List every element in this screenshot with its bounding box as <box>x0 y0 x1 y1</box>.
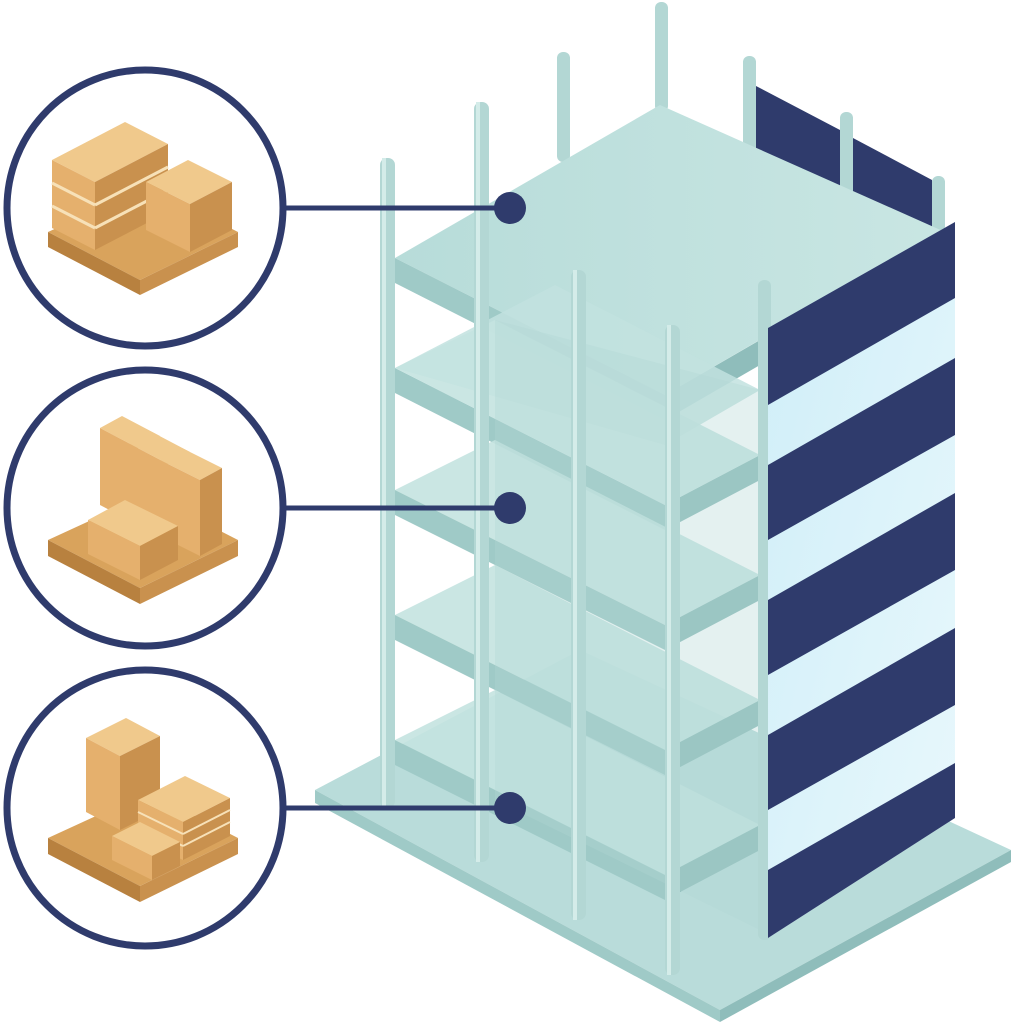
shelf-levels <box>395 105 945 930</box>
rack-front-posts <box>380 102 771 975</box>
pallet-tall-boxes-icon <box>48 416 238 604</box>
rack-back-posts <box>557 2 945 236</box>
connector-dot-bottom <box>494 792 526 824</box>
pallet-stack-icon <box>48 122 238 295</box>
rack-back-panel <box>756 86 932 240</box>
pallet-mixed-boxes-icon <box>48 718 238 902</box>
connector-dot-top <box>494 192 526 224</box>
level-badge-middle <box>3 366 287 650</box>
connector-dot-middle <box>494 492 526 524</box>
level-badge-bottom <box>3 666 287 950</box>
rack-side-panel <box>768 222 955 938</box>
level-badge-top <box>3 66 287 350</box>
level-connectors <box>285 192 526 824</box>
